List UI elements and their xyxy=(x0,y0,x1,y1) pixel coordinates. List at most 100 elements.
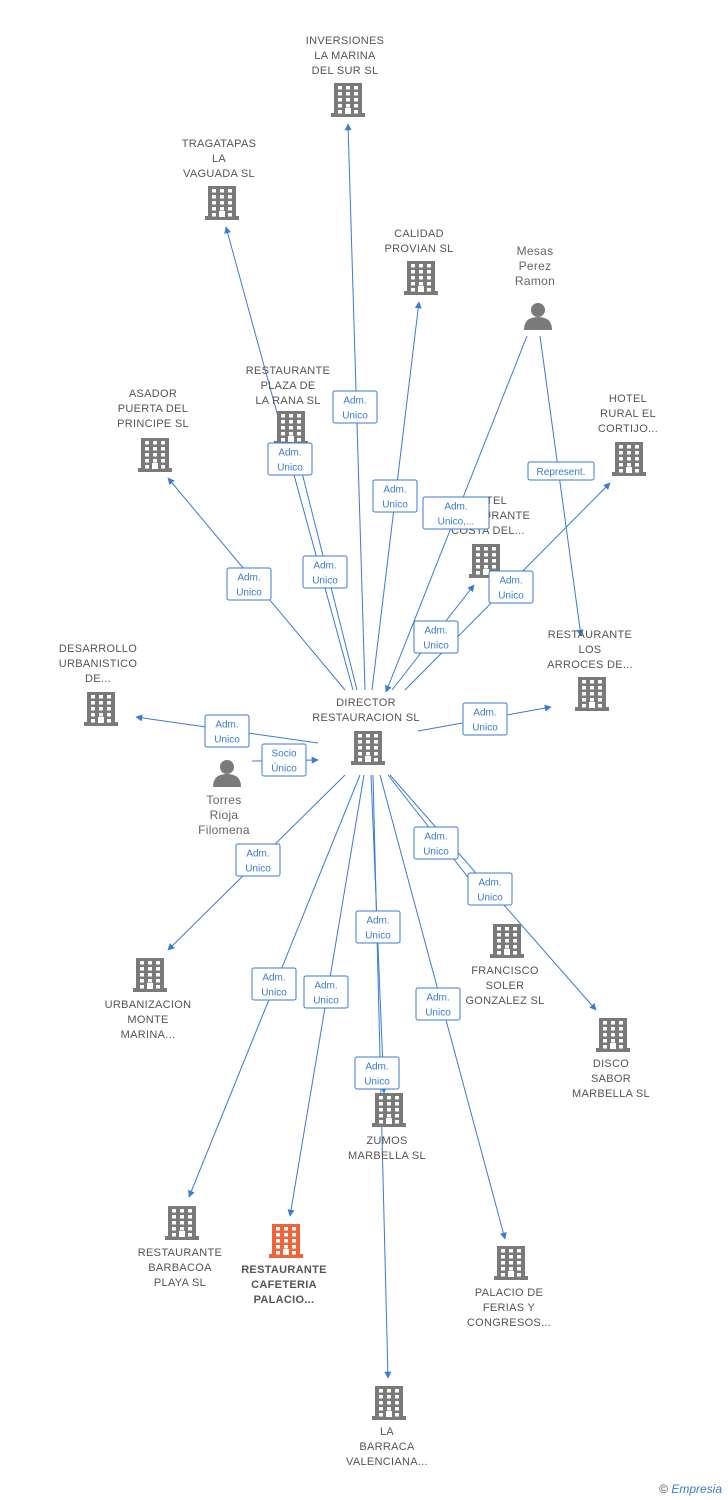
edge-label-text: Adm. xyxy=(444,502,467,513)
edge-label-director-to-hotel_rest_costa[interactable]: Adm. Unico xyxy=(413,620,459,654)
brand-logo[interactable]: Empresia xyxy=(671,1482,722,1496)
node-label-line: PLAYA SL xyxy=(154,1277,206,1289)
edge-label-box xyxy=(226,567,272,601)
edge-label-mesas-to-director[interactable]: Adm.Unico,... xyxy=(422,496,490,530)
edge-label-director-to-cafeteria[interactable]: Adm.Unico xyxy=(303,975,349,1009)
edge-label-text: Único xyxy=(271,762,297,775)
node-label-line: URBANISTICO xyxy=(59,658,138,670)
node-label-line: RURAL EL xyxy=(600,408,656,420)
edge-label-director-to-barraca[interactable]: Adm.Unico xyxy=(354,1056,400,1090)
edge-mesas-to-restaurante_arroces xyxy=(539,335,584,637)
person-icon xyxy=(524,303,552,330)
node-label-line: CONGRESOS... xyxy=(467,1317,551,1329)
edge-label-text: Adm. xyxy=(478,878,501,889)
node-barraca[interactable]: LABARRACAVALENCIANA... xyxy=(346,1386,428,1468)
edge-label-director-to-restaurante_arroces[interactable]: Adm.Unico xyxy=(462,702,508,736)
edge-label-text: Unico xyxy=(214,735,240,746)
edge-label-director-to-barbacoa[interactable]: Adm.Unico xyxy=(251,967,297,1001)
edge-label-director-to-hotel_rural[interactable]: Adm. Unico xyxy=(488,570,534,604)
node-label-line: RESTAURANTE xyxy=(138,1247,222,1259)
node-label-line: DEL SUR SL xyxy=(312,65,379,77)
edge-label-director-to-urbanizacion[interactable]: Adm.Unico xyxy=(235,843,281,877)
edge-label-box xyxy=(302,555,348,589)
node-label-line: RESTAURANTE xyxy=(241,1264,327,1276)
node-label-line: Ramon xyxy=(515,274,555,288)
edge-label-text: Adm. xyxy=(426,993,449,1004)
building-icon xyxy=(404,261,438,295)
edge-label-director-to-tragatapas[interactable]: Adm.Unico xyxy=(267,442,313,476)
node-label-line: RESTAURANTE xyxy=(548,629,632,641)
edge-label-box xyxy=(303,975,349,1009)
node-label-line: PALACIO... xyxy=(254,1294,315,1306)
building-icon xyxy=(165,1206,199,1240)
node-label-line: URBANIZACION xyxy=(105,999,192,1011)
node-label-line: VAGUADA SL xyxy=(183,168,255,180)
edge-label-box xyxy=(527,461,595,481)
edge-label-box xyxy=(415,987,461,1021)
edge-label-director-to-francisco[interactable]: Adm.Unico xyxy=(413,826,459,860)
edge-label-director-to-plaza_rana[interactable]: Adm.Unico xyxy=(302,555,348,589)
edge-label-text: Adm. xyxy=(366,916,389,927)
node-label-line: PROVIAN SL xyxy=(384,243,453,255)
edge-label-text: Unico xyxy=(236,588,262,599)
node-label-line: INVERSIONES xyxy=(306,35,385,47)
copyright-symbol: © xyxy=(659,1482,668,1496)
edge-label-box xyxy=(413,826,459,860)
edge-label-director-to-calidad[interactable]: Adm.Unico xyxy=(372,479,418,513)
edge-label-box xyxy=(251,967,297,1001)
building-icon xyxy=(372,1386,406,1420)
node-label-line: HOTEL xyxy=(609,393,647,405)
edge-label-text: Adm. xyxy=(424,626,447,637)
node-label-line: Mesas xyxy=(517,244,554,258)
node-label-line: ZUMOS xyxy=(366,1135,407,1147)
edge-label-box xyxy=(261,743,307,777)
edge-label-text: Adm. xyxy=(499,576,522,587)
edge-label-text: Unico xyxy=(277,463,303,474)
node-desarrollo[interactable]: DESARROLLOURBANISTICODE... xyxy=(59,643,138,726)
node-label-line: VALENCIANA... xyxy=(346,1456,428,1468)
node-urbanizacion[interactable]: URBANIZACIONMONTEMARINA... xyxy=(105,958,192,1041)
edge-label-text: Unico xyxy=(261,988,287,999)
edge-label-director-to-asador[interactable]: Adm.Unico xyxy=(226,567,272,601)
node-label-line: PLAZA DE xyxy=(261,380,316,392)
node-label-line: DE... xyxy=(85,673,111,685)
node-zumos[interactable]: ZUMOS MARBELLA SL xyxy=(348,1093,426,1162)
edge-label-text: Unico xyxy=(423,641,449,652)
node-label-line: Rioja xyxy=(210,808,239,822)
edge-label-director-to-inversiones[interactable]: Adm.Unico xyxy=(332,390,378,424)
building-icon xyxy=(469,544,503,578)
edge-label-text: Unico xyxy=(498,591,524,602)
edge-label-mesas-to-restaurante_arroces[interactable]: Represent. xyxy=(527,461,595,481)
edge-label-director-to-zumos[interactable]: Adm.Unico xyxy=(355,910,401,944)
edge-label-text: Adm. xyxy=(383,485,406,496)
node-label-line: MARBELLA SL xyxy=(348,1150,426,1162)
edge-label-box xyxy=(413,620,459,654)
edge-label-director-to-desarrollo[interactable]: Adm.Unico xyxy=(204,714,250,748)
edge-label-box xyxy=(267,442,313,476)
person-icon xyxy=(213,760,241,787)
node-cafeteria[interactable]: RESTAURANTECAFETERIAPALACIO... xyxy=(241,1224,327,1306)
edge-label-director-to-palacio_ferias[interactable]: Adm.Unico xyxy=(415,987,461,1021)
node-label-line: FRANCISCO xyxy=(471,965,539,977)
node-label-line: LA RANA SL xyxy=(255,395,320,407)
node-label-line: LA xyxy=(380,1426,394,1438)
building-icon xyxy=(331,83,365,117)
edge-label-director-to-disco[interactable]: Adm.Unico xyxy=(467,872,513,906)
edge-labels-layer: Adm.UnicoAdm.UnicoAdm.UnicoAdm.UnicoAdm.… xyxy=(204,390,595,1090)
node-label-line: LA xyxy=(212,153,226,165)
